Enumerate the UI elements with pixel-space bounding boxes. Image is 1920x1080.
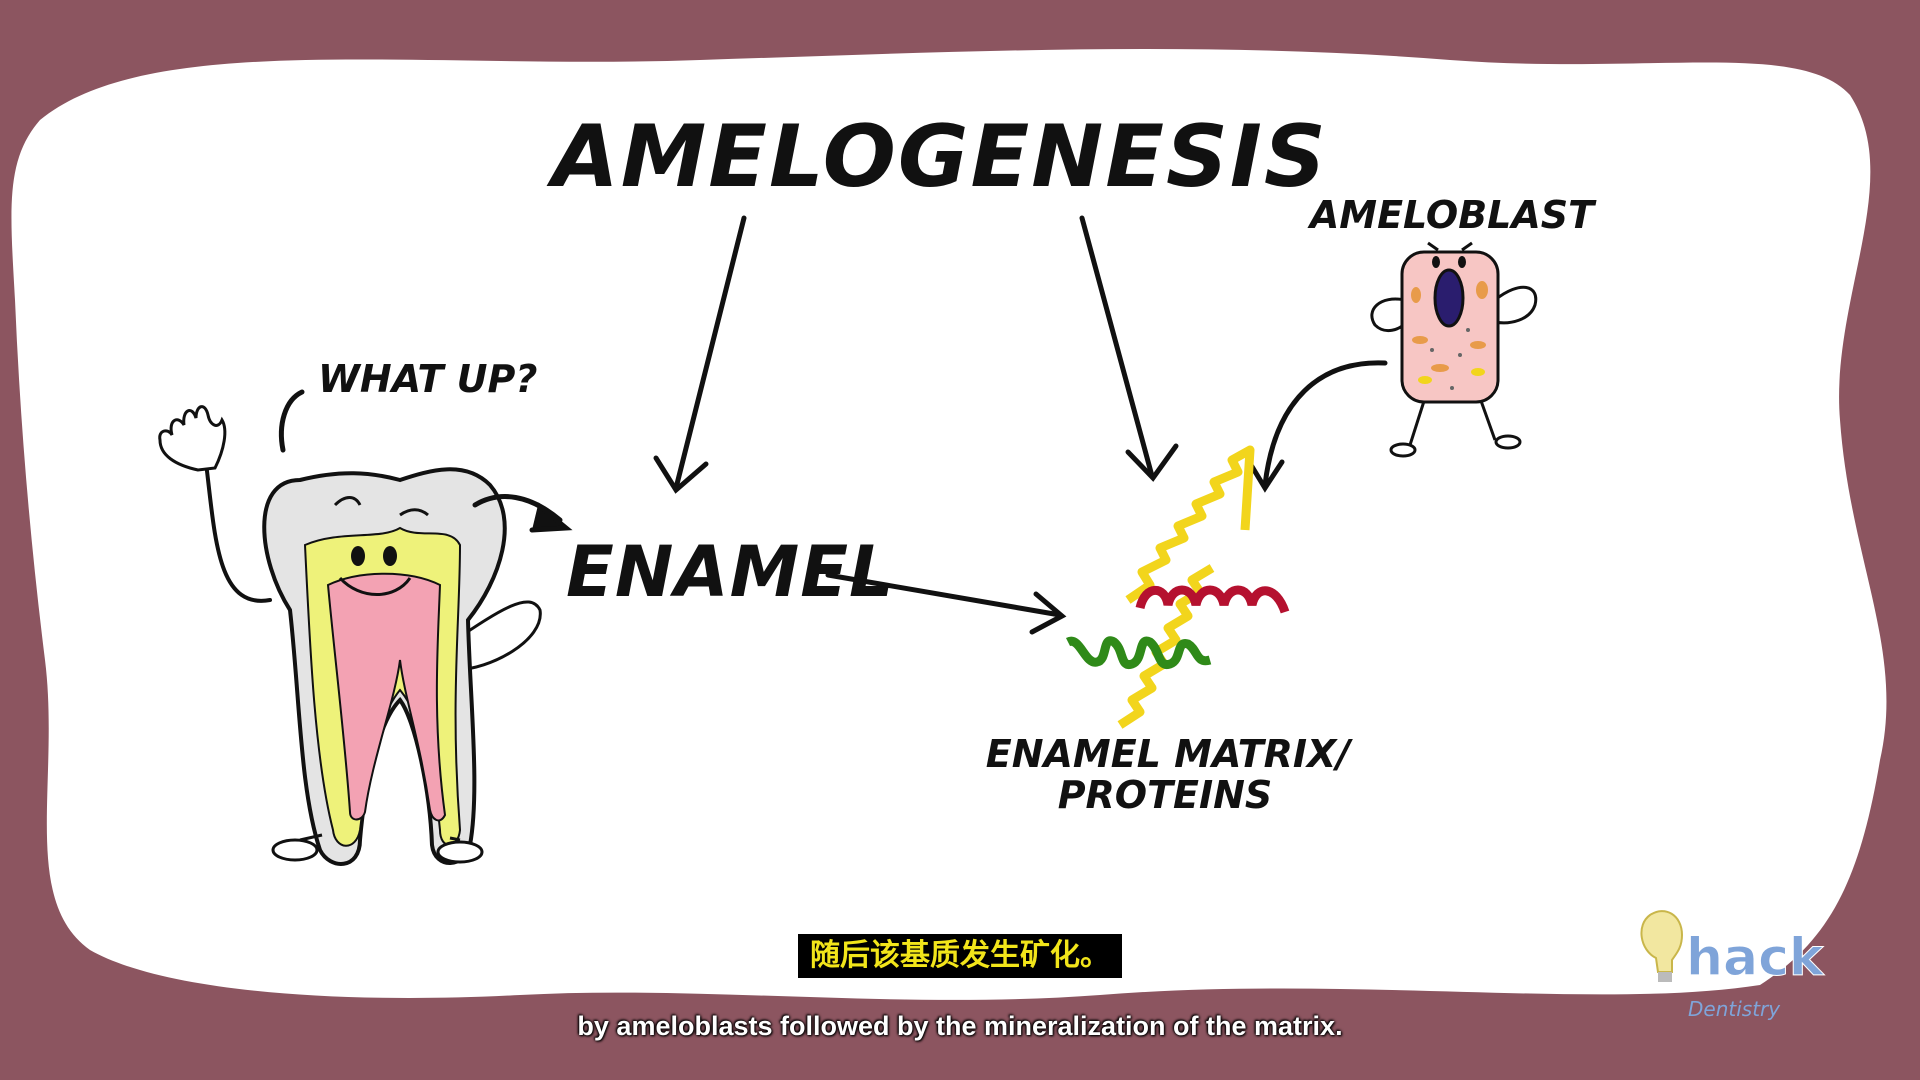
arrow-ameloblast-to-matrix — [1245, 360, 1388, 493]
arrow-title-to-matrix — [1079, 215, 1179, 482]
label-enamel: ENAMEL — [566, 531, 895, 613]
subtitle-chinese: 随后该基质发生矿化。 — [798, 934, 1122, 978]
label-matrix-line2: PROTEINS — [1058, 773, 1273, 817]
speech-mark — [278, 389, 305, 453]
ameloblast-cell-character — [1370, 241, 1538, 458]
logo-sub: Dentistry — [1688, 997, 1781, 1021]
tooth-character — [158, 405, 542, 866]
protein-helices — [1065, 445, 1290, 729]
arrow-tooth-to-enamel — [472, 494, 573, 533]
logo-word: hack — [1686, 928, 1825, 988]
hack-dentistry-logo: hack Dentistry — [1640, 910, 1825, 1021]
arrow-title-to-enamel — [653, 215, 747, 494]
lightbulb-icon — [1640, 910, 1684, 973]
label-ameloblast: AMELOBLAST — [1307, 193, 1597, 237]
arrow-enamel-to-matrix — [825, 572, 1067, 635]
label-matrix-line1: ENAMEL MATRIX/ — [986, 732, 1354, 776]
label-what-up: WHAT UP? — [318, 357, 537, 401]
waving-hand — [158, 405, 227, 472]
subtitle-english: by ameloblasts followed by the mineraliz… — [577, 1011, 1343, 1041]
title-amelogenesis: AMELOGENESIS — [546, 107, 1328, 207]
